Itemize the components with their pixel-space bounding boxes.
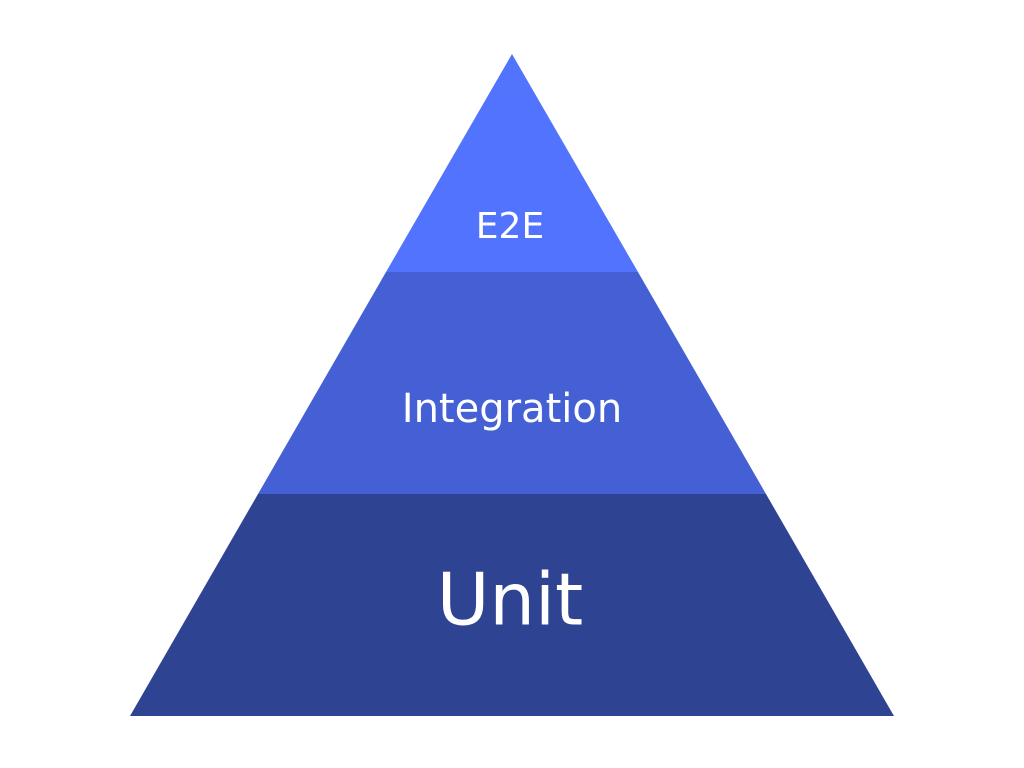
pyramid-tier-e2e bbox=[386, 54, 638, 272]
pyramid-tier-integration bbox=[258, 272, 766, 494]
tier-label-e2e: E2E bbox=[476, 206, 544, 247]
tier-label-integration: Integration bbox=[402, 386, 622, 432]
pyramid-tier-unit bbox=[130, 494, 894, 716]
tier-label-unit: Unit bbox=[437, 558, 584, 642]
